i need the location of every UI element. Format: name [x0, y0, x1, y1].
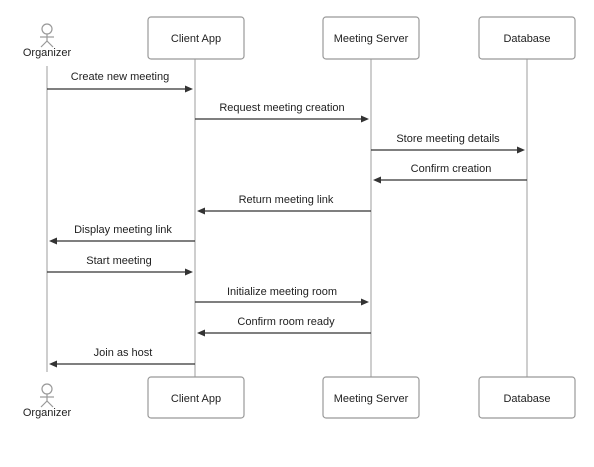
lifelines — [46, 59, 528, 377]
person-icon — [40, 383, 54, 408]
arrowhead-right — [185, 85, 193, 93]
participant-meeting-server-top: Meeting Server — [322, 16, 420, 60]
participant-database-top: Database — [478, 16, 576, 60]
message-label: Confirm room ready — [237, 316, 335, 328]
message-label: Request meeting creation — [219, 102, 344, 114]
message-3: Store meeting details — [371, 133, 525, 154]
actor-organizer-bottom: Organizer — [23, 383, 72, 419]
message-5: Return meeting link — [197, 194, 371, 215]
arrowhead-left — [49, 360, 57, 368]
arrowhead-right — [517, 146, 525, 154]
participant-label: Meeting Server — [334, 393, 409, 405]
participant-database-bottom: Database — [478, 376, 576, 419]
participant-label: Database — [503, 393, 550, 405]
message-1: Create new meeting — [47, 71, 193, 93]
arrowhead-left — [197, 207, 205, 215]
message-7: Start meeting — [47, 255, 193, 276]
message-4: Confirm creation — [373, 163, 527, 184]
message-label: Join as host — [94, 347, 153, 359]
message-9: Confirm room ready — [197, 316, 371, 337]
arrowhead-left — [197, 329, 205, 337]
participant-label: Meeting Server — [334, 33, 409, 45]
actor-label: Organizer — [23, 407, 72, 419]
arrowhead-right — [185, 268, 193, 276]
participant-label: Database — [503, 33, 550, 45]
message-label: Store meeting details — [396, 133, 500, 145]
actor-label: Organizer — [23, 47, 72, 59]
message-6: Display meeting link — [49, 224, 195, 245]
message-label: Display meeting link — [74, 224, 172, 236]
arrowhead-right — [361, 115, 369, 123]
message-2: Request meeting creation — [195, 102, 369, 123]
arrowhead-left — [373, 176, 381, 184]
message-label: Initialize meeting room — [227, 286, 337, 298]
message-8: Initialize meeting room — [195, 286, 369, 306]
participant-meeting-server-bottom: Meeting Server — [322, 376, 420, 419]
participant-label: Client App — [171, 393, 221, 405]
message-10: Join as host — [49, 347, 195, 368]
participant-client-app-top: Client App — [147, 16, 245, 60]
participant-label: Client App — [171, 33, 221, 45]
participant-client-app-bottom: Client App — [147, 376, 245, 419]
message-label: Start meeting — [86, 255, 151, 267]
arrowhead-right — [361, 298, 369, 306]
message-label: Return meeting link — [239, 194, 334, 206]
arrowhead-left — [49, 237, 57, 245]
actor-organizer-top: Organizer — [23, 23, 72, 59]
message-label: Create new meeting — [71, 71, 169, 83]
person-icon — [40, 23, 54, 48]
message-label: Confirm creation — [411, 163, 492, 175]
